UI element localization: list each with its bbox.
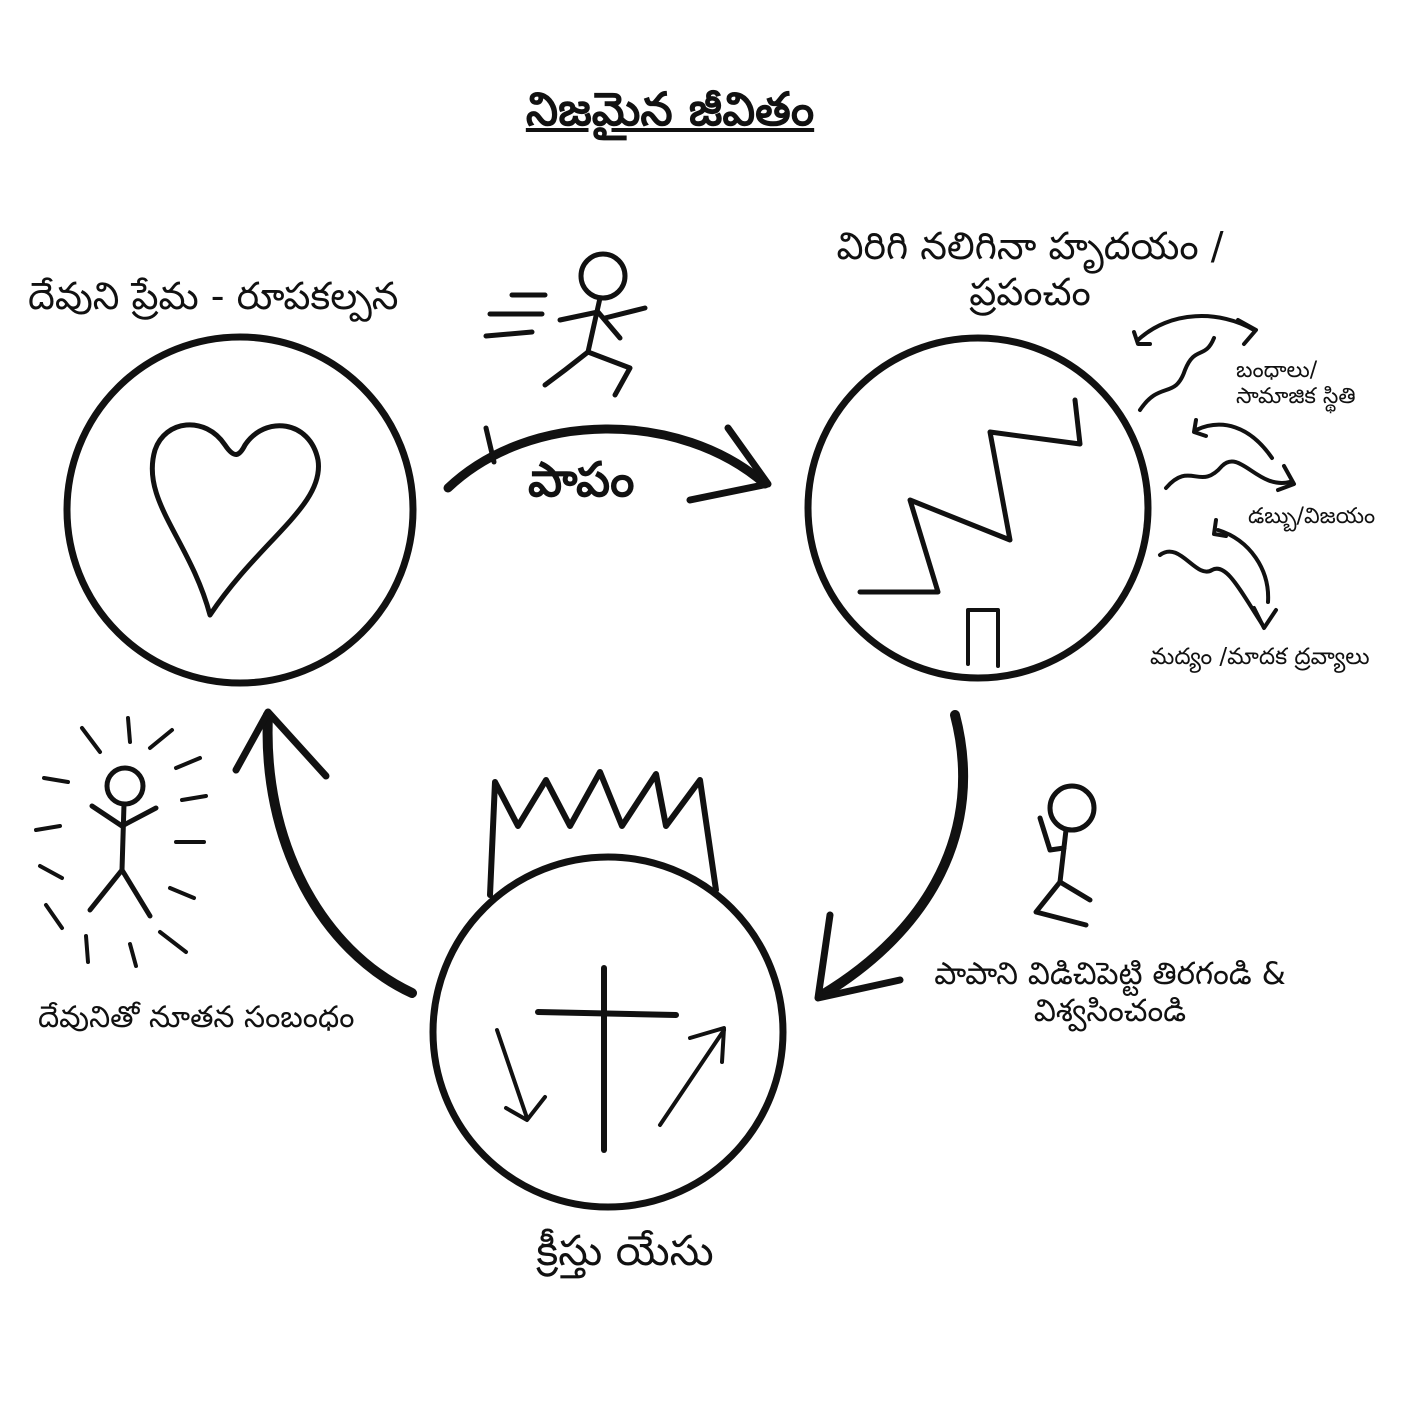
crown-icon [487,769,719,898]
broken-zigzag-icon [857,397,1083,668]
distraction-arrows [1132,314,1296,630]
gods-love-label: దేవుని ప్రేమ - రూపకల్పన [28,274,399,318]
broken-world-circle [804,334,1152,682]
money-label: డబ్బు/విజయం [1248,504,1376,529]
broken-world-label: విరిగి నలిగినా హృదయం / ప్రపంచం [836,224,1224,314]
alcohol-label: మద్యం /మాదక ద్రవ్యాలు [1150,644,1370,670]
jesus-label: క్రీస్తు యేసు [536,1226,714,1275]
kneeling-figure-icon [1033,783,1097,928]
sin-arrow [443,424,772,504]
relationships-label: బంధాలు/ సామాజిక స్థితి [1236,358,1356,410]
repent-arrow [814,710,968,1002]
repent-label: పాపాని విడిచిపెట్టి తిరగండి & విశ్వసించం… [934,956,1286,1030]
heart-icon [149,422,321,618]
page-title: నిజమైన జీవితం [525,82,815,136]
sin-label: పాపం [528,452,635,508]
gods-love-circle [63,333,417,687]
cross-icon [495,965,726,1153]
new-life-arrow [232,708,417,998]
jesus-circle [429,853,787,1211]
radiant-figure-icon [34,716,208,968]
running-figure-icon [483,251,648,398]
new-relationship-label: దేవునితో నూతన సంబంధం [38,1000,355,1035]
